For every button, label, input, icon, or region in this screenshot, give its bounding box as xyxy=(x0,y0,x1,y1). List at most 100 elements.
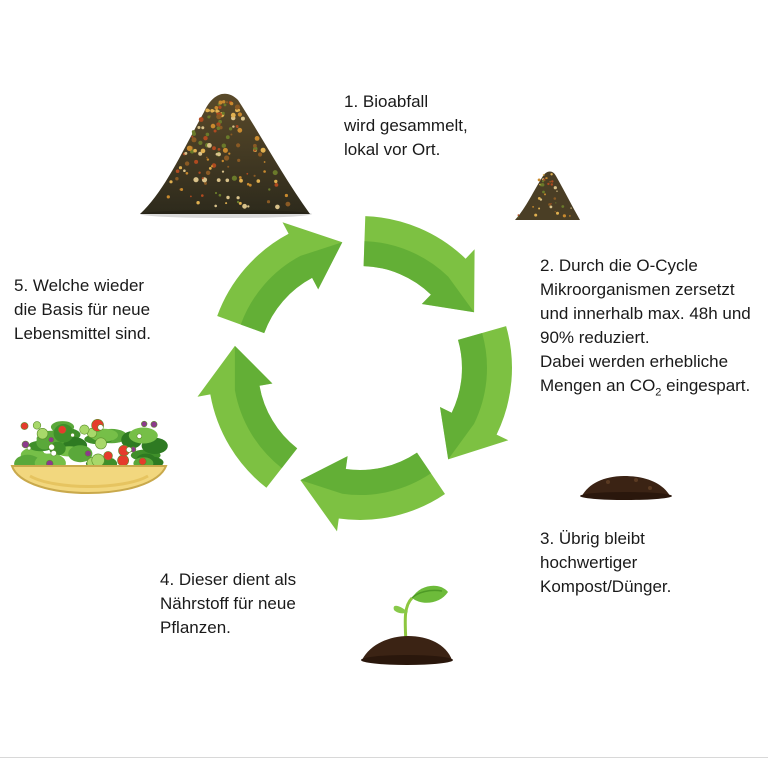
step-4-line-2: Nährstoff für neue xyxy=(160,594,296,613)
salad-vegetable xyxy=(57,425,67,435)
step-3-line-2: hochwertiger xyxy=(540,553,638,572)
waste-speck xyxy=(550,173,553,176)
cycle-arrow-shade-1 xyxy=(240,242,343,334)
waste-speck xyxy=(215,109,219,113)
waste-speck xyxy=(547,182,550,186)
step-2-line-3: und innerhalb max. 48h und xyxy=(540,304,751,323)
waste-speck xyxy=(185,172,189,175)
waste-speck xyxy=(517,214,520,216)
waste-speck xyxy=(224,155,230,161)
waste-speck xyxy=(553,186,557,190)
waste-speck xyxy=(550,203,552,205)
salad-vegetable xyxy=(103,451,113,461)
waste-speck xyxy=(236,196,240,200)
waste-speck xyxy=(198,140,203,145)
waste-speck xyxy=(213,129,217,133)
step-4-text: 4. Dieser dient als Nährstoff für neue P… xyxy=(160,568,296,640)
salad-vegetable xyxy=(36,428,49,440)
waste-speck xyxy=(175,169,180,173)
salad-vegetable xyxy=(84,450,92,457)
waste-speck xyxy=(200,148,206,154)
waste-speck xyxy=(238,176,242,179)
salad-vegetable xyxy=(79,424,90,435)
step-5-line-1: 5. Welche wieder xyxy=(14,276,145,295)
step-1-line-3: lokal vor Ort. xyxy=(344,140,441,159)
waste-speck xyxy=(246,182,250,186)
waste-speck xyxy=(274,179,278,184)
waste-speck xyxy=(549,180,552,183)
waste-speck xyxy=(237,158,241,162)
waste-speck xyxy=(517,216,519,218)
salad-vegetable xyxy=(136,433,143,439)
waste-speck xyxy=(236,143,241,148)
waste-speck xyxy=(210,165,214,168)
waste-speck xyxy=(210,123,216,129)
waste-speck xyxy=(190,195,192,198)
waste-speck xyxy=(237,127,243,133)
waste-speck xyxy=(207,115,211,119)
waste-speck xyxy=(542,190,545,194)
step-2-line-4: 90% reduziert. xyxy=(540,328,650,347)
waste-speck xyxy=(217,110,220,113)
waste-speck xyxy=(169,180,173,184)
waste-speck xyxy=(208,167,212,170)
waste-speck xyxy=(227,165,230,168)
step-3-line-1: 3. Übrig bleibt xyxy=(540,529,645,548)
waste-speck xyxy=(542,174,545,176)
step-2-line-1: 2. Durch die O-Cycle xyxy=(540,256,698,275)
lettuce-leaf xyxy=(68,445,93,463)
small-waste-pile-icon xyxy=(515,171,580,220)
salad-vegetable xyxy=(97,424,104,431)
step-4-line-1: 4. Dieser dient als xyxy=(160,570,297,589)
step-1-text: 1. Bioabfall wird gesammelt, lokal vor O… xyxy=(344,90,468,162)
waste-speck xyxy=(240,116,245,121)
waste-speck xyxy=(183,169,186,172)
waste-speck xyxy=(272,170,278,176)
waste-speck xyxy=(216,126,221,131)
waste-speck xyxy=(201,126,205,130)
waste-speck xyxy=(225,202,228,205)
waste-speck xyxy=(236,200,240,204)
waste-speck xyxy=(222,147,228,153)
waste-speck xyxy=(231,175,237,181)
step-2-line-6: Mengen an CO2 eingespart. xyxy=(540,374,751,398)
salad-vegetable xyxy=(91,453,105,467)
waste-speck xyxy=(234,104,241,110)
waste-speck xyxy=(191,137,197,143)
waste-speck xyxy=(284,193,288,198)
salad-vegetable xyxy=(48,436,55,443)
waste-speck xyxy=(218,105,222,109)
waste-speck xyxy=(230,133,233,136)
waste-speck xyxy=(205,156,208,159)
waste-speck xyxy=(554,211,556,213)
waste-speck xyxy=(225,178,230,183)
waste-speck xyxy=(537,178,541,182)
salad-vegetable xyxy=(126,446,133,453)
waste-speck xyxy=(196,201,200,205)
waste-speck xyxy=(538,207,541,210)
salad-vegetable xyxy=(50,450,57,457)
waste-speck xyxy=(198,151,203,156)
waste-speck xyxy=(263,161,266,163)
waste-speck xyxy=(570,207,572,209)
waste-speck xyxy=(237,108,241,112)
lettuce-leaf xyxy=(128,427,158,444)
waste-speck xyxy=(221,111,225,115)
waste-speck xyxy=(214,106,219,110)
waste-speck xyxy=(553,197,557,200)
step-3-line-3: Kompost/Dünger. xyxy=(540,577,672,596)
co2-before: Mengen an CO xyxy=(540,376,656,395)
waste-speck xyxy=(541,183,545,187)
waste-speck xyxy=(217,124,220,127)
waste-speck xyxy=(221,143,226,148)
waste-speck xyxy=(222,100,226,104)
waste-speck xyxy=(198,171,201,174)
waste-speck xyxy=(537,197,541,200)
waste-speck xyxy=(207,109,211,112)
waste-speck xyxy=(221,170,225,173)
waste-speck xyxy=(214,204,217,208)
waste-speck xyxy=(217,152,221,157)
step-1-line-2: wird gesammelt, xyxy=(344,116,468,135)
waste-speck xyxy=(562,214,566,218)
waste-speck xyxy=(197,126,201,129)
